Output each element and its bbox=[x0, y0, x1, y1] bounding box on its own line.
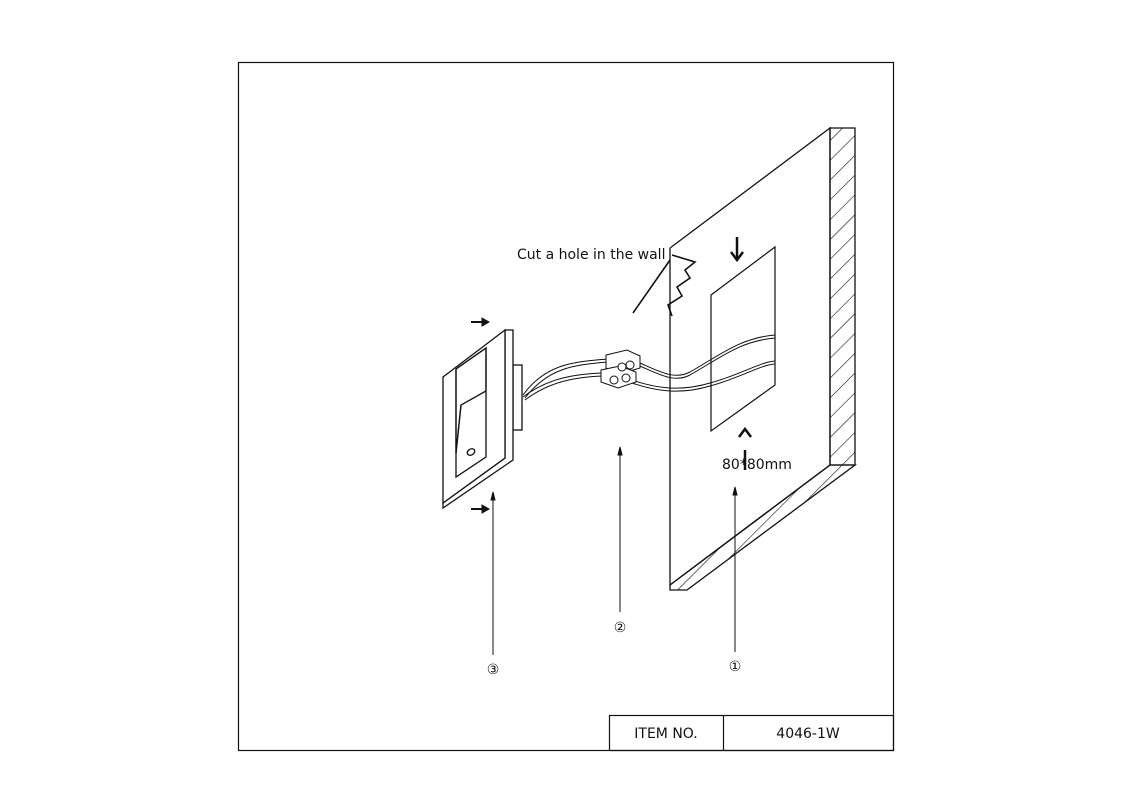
item-no-label: ITEM NO. bbox=[634, 726, 697, 742]
callout-1: ① bbox=[729, 659, 742, 675]
hole-size-label: 80*80mm bbox=[722, 457, 792, 473]
dimmer-switch bbox=[442, 328, 523, 510]
push-arrows bbox=[471, 317, 491, 514]
wires bbox=[522, 334, 776, 401]
title-block bbox=[608, 714, 895, 752]
item-no-value: 4046-1W bbox=[776, 726, 840, 742]
leader-lines bbox=[490, 446, 738, 655]
cut-hole-instruction: Cut a hole in the wall bbox=[517, 247, 665, 263]
cut-symbol bbox=[632, 254, 697, 317]
callout-3: ③ bbox=[487, 662, 500, 678]
terminal-connector bbox=[600, 349, 641, 389]
drawing-frame bbox=[237, 61, 895, 752]
hole-size-arrows bbox=[730, 237, 752, 470]
callout-2: ② bbox=[614, 620, 627, 636]
